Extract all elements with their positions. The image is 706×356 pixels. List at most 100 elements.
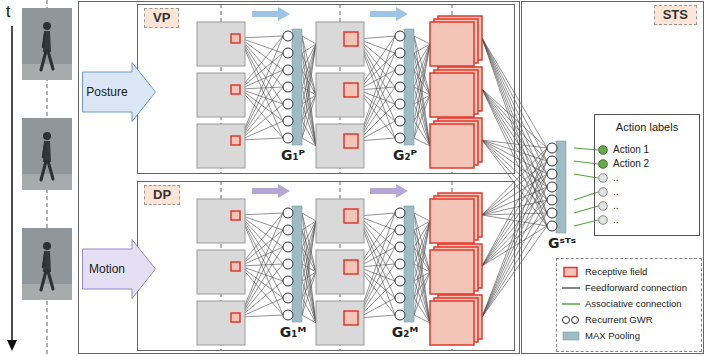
pathway-panel: VPG₁ᴾG₂ᴾ (137, 4, 515, 174)
gwr-neuron-sample (563, 317, 570, 324)
network-label: G₁ᴾ (281, 146, 305, 164)
feedforward-line (302, 264, 316, 323)
gwr-neuron (283, 82, 293, 92)
gwr-neuron (395, 242, 405, 252)
feedforward-line (302, 138, 316, 146)
feedforward-line (302, 315, 316, 323)
panel-tag: STS (654, 5, 697, 25)
label-neuron-circle (599, 216, 608, 225)
gwr-neuron (283, 208, 293, 218)
receptive-field-stack (430, 16, 482, 168)
feedforward-line (240, 247, 283, 317)
legend-row: Feedforward connection (561, 280, 697, 296)
video-frame (22, 8, 72, 80)
gwr-neuron (547, 221, 557, 231)
feedforward-line (240, 215, 283, 298)
gwr-neuron (395, 225, 405, 235)
feedforward-line (240, 315, 283, 317)
gwr-neuron (283, 242, 293, 252)
feedforward-line (302, 104, 316, 146)
gwr-neuron (395, 31, 405, 41)
feedforward-line (240, 38, 283, 70)
label-neuron (598, 215, 608, 225)
feedforward-line (302, 230, 316, 323)
legend-text: Receptive field (585, 266, 647, 278)
pathway-layers (197, 181, 482, 351)
walker-legs (41, 51, 53, 70)
feedforward-line (240, 281, 283, 317)
network-label-area: G₁ᴹ (276, 323, 310, 341)
gwr-network: G₂ᴹ (388, 205, 422, 341)
feedforward-line (240, 264, 283, 317)
arrow-label-area: Posture (82, 85, 132, 99)
receptive-field (231, 34, 240, 43)
feedforward-line (414, 247, 430, 323)
label-holder: t (6, 3, 10, 21)
feedforward-line (414, 138, 430, 146)
box-title: Action labels (616, 120, 678, 134)
gwr-network: G₁ᴾ (276, 28, 310, 164)
feedforward-line (302, 70, 316, 146)
gwr-neuron (547, 169, 557, 179)
legend-text: Associative connection (585, 298, 682, 310)
time-label: t (6, 3, 10, 21)
gwr-neurons (540, 140, 574, 234)
label-neuron-circle (599, 188, 608, 197)
feature-map (316, 124, 364, 168)
feedforward-line (414, 230, 430, 272)
feedforward-line (414, 230, 430, 323)
feedforward-line (240, 36, 283, 38)
block-arrow-shape (83, 240, 156, 299)
legend-text: Feedforward connection (585, 282, 687, 294)
panel-tag: DP (144, 185, 180, 205)
gwr-neuron (395, 276, 405, 286)
frame-ground (22, 64, 72, 80)
legend-sample (561, 298, 581, 310)
feedforward-line (414, 298, 430, 323)
pathways-frame (79, 2, 520, 354)
legend-row: Recurrent GWR (561, 312, 697, 328)
feedforward-line (302, 36, 316, 44)
feedforward-line (240, 121, 283, 140)
block-arrow-shape (83, 63, 156, 122)
feedforward-line (240, 213, 283, 215)
gwr-network: G₂ᴾ (388, 28, 422, 164)
network-label: G₁ᴹ (280, 323, 306, 341)
feedforward-line (414, 315, 430, 323)
network-label-area: Gˢᵀˢ (540, 234, 588, 252)
feature-map (316, 73, 364, 117)
feedforward-line (302, 213, 316, 221)
gwr-neuron-sample (572, 317, 579, 324)
gwr-neurons (276, 205, 310, 323)
input-arrow: Motion (82, 239, 156, 299)
frame-background (22, 8, 72, 80)
legend-sample (561, 314, 581, 326)
associative-line-sample (562, 303, 580, 305)
feedforward-line (240, 230, 283, 317)
action-label: .. (613, 200, 619, 212)
gwr-neuron (283, 225, 293, 235)
legend-sample (561, 330, 581, 342)
action-label: Action 2 (613, 158, 649, 170)
legend-sample (561, 282, 581, 294)
video-frame (22, 228, 72, 300)
gwr-neuron (395, 310, 405, 320)
action-label-unit: Action 2 (598, 158, 694, 170)
receptive-field (430, 73, 474, 117)
gwr-neuron (283, 65, 293, 75)
arrow-label: Motion (89, 262, 125, 276)
gwr-network: G₁ᴹ (276, 205, 310, 341)
feedforward-line (240, 215, 283, 247)
receptive-field (231, 136, 240, 145)
legend-row: Associative connection (561, 296, 697, 312)
receptive-field (344, 134, 358, 148)
feedforward-line (302, 53, 316, 146)
feedforward-line (414, 121, 430, 146)
label-neuron (598, 145, 608, 155)
feedforward-line (240, 36, 283, 140)
feedforward-line (414, 70, 430, 146)
feedforward-line (302, 247, 316, 323)
walker-arm (43, 34, 45, 47)
flow-arrow (370, 184, 408, 198)
